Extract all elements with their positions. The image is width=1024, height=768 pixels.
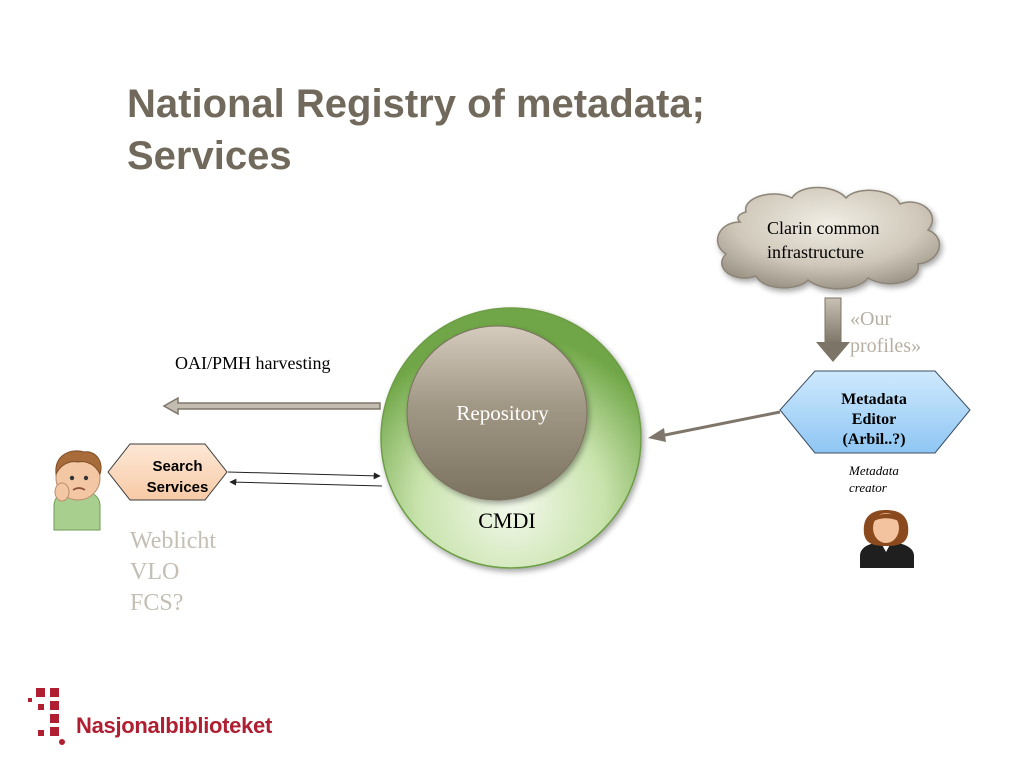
repository-label: Repository	[456, 401, 549, 425]
metadata-creator-line-1: Metadata	[849, 463, 899, 478]
metadata-creator-line-2: creator	[849, 480, 887, 495]
client-item-vlo: VLO	[130, 559, 180, 585]
cmdi-label: CMDI	[478, 508, 536, 533]
profiles-label-line-2: profiles»	[850, 335, 922, 357]
profiles-label: «Our profiles»	[850, 306, 921, 360]
search-repository-arrows	[227, 471, 383, 487]
title-line-1: National Registry of metadata;	[127, 82, 705, 126]
search-services-line-2: Services	[146, 479, 209, 496]
editor-to-repository-arrow	[648, 410, 781, 442]
metadata-editor-line-1: Metadata	[841, 391, 907, 408]
search-services-label: Search Services	[120, 456, 235, 498]
metadata-editor-label: Metadata Editor (Arbil..?)	[800, 390, 948, 450]
search-services-hexagon	[107, 443, 228, 501]
harvest-arrow	[162, 396, 381, 416]
client-services-list: Weblicht VLO FCS?	[130, 526, 216, 619]
woman-avatar-icon	[860, 510, 914, 568]
client-item-weblicht: Weblicht	[130, 528, 217, 554]
search-services-line-1: Search	[152, 458, 203, 475]
cloud-label-line-1: Clarin common	[767, 218, 880, 238]
nasjonalbiblioteket-logo-text: Nasjonalbiblioteket	[76, 713, 273, 738]
client-item-fcs: FCS?	[130, 590, 184, 616]
clarin-cloud	[716, 186, 941, 290]
nasjonalbiblioteket-logo-mark	[28, 688, 65, 745]
metadata-editor-hexagon	[779, 370, 971, 454]
cloud-label-line-2: infrastructure	[767, 242, 864, 262]
repository-ellipse	[406, 325, 588, 501]
profiles-down-arrow	[816, 297, 850, 362]
confused-boy-icon	[53, 450, 102, 531]
metadata-editor-line-2: Editor	[851, 411, 897, 428]
profiles-label-line-1: «Our	[850, 308, 892, 330]
slide-title: National Registry of metadata; Services	[127, 78, 847, 182]
harvest-label: OAI/PMH harvesting	[175, 353, 331, 373]
metadata-creator-label: Metadata creator	[849, 462, 899, 496]
title-line-2: Services	[127, 134, 292, 178]
cloud-label: Clarin common infrastructure	[767, 216, 879, 264]
metadata-editor-line-3: (Arbil..?)	[842, 431, 906, 448]
